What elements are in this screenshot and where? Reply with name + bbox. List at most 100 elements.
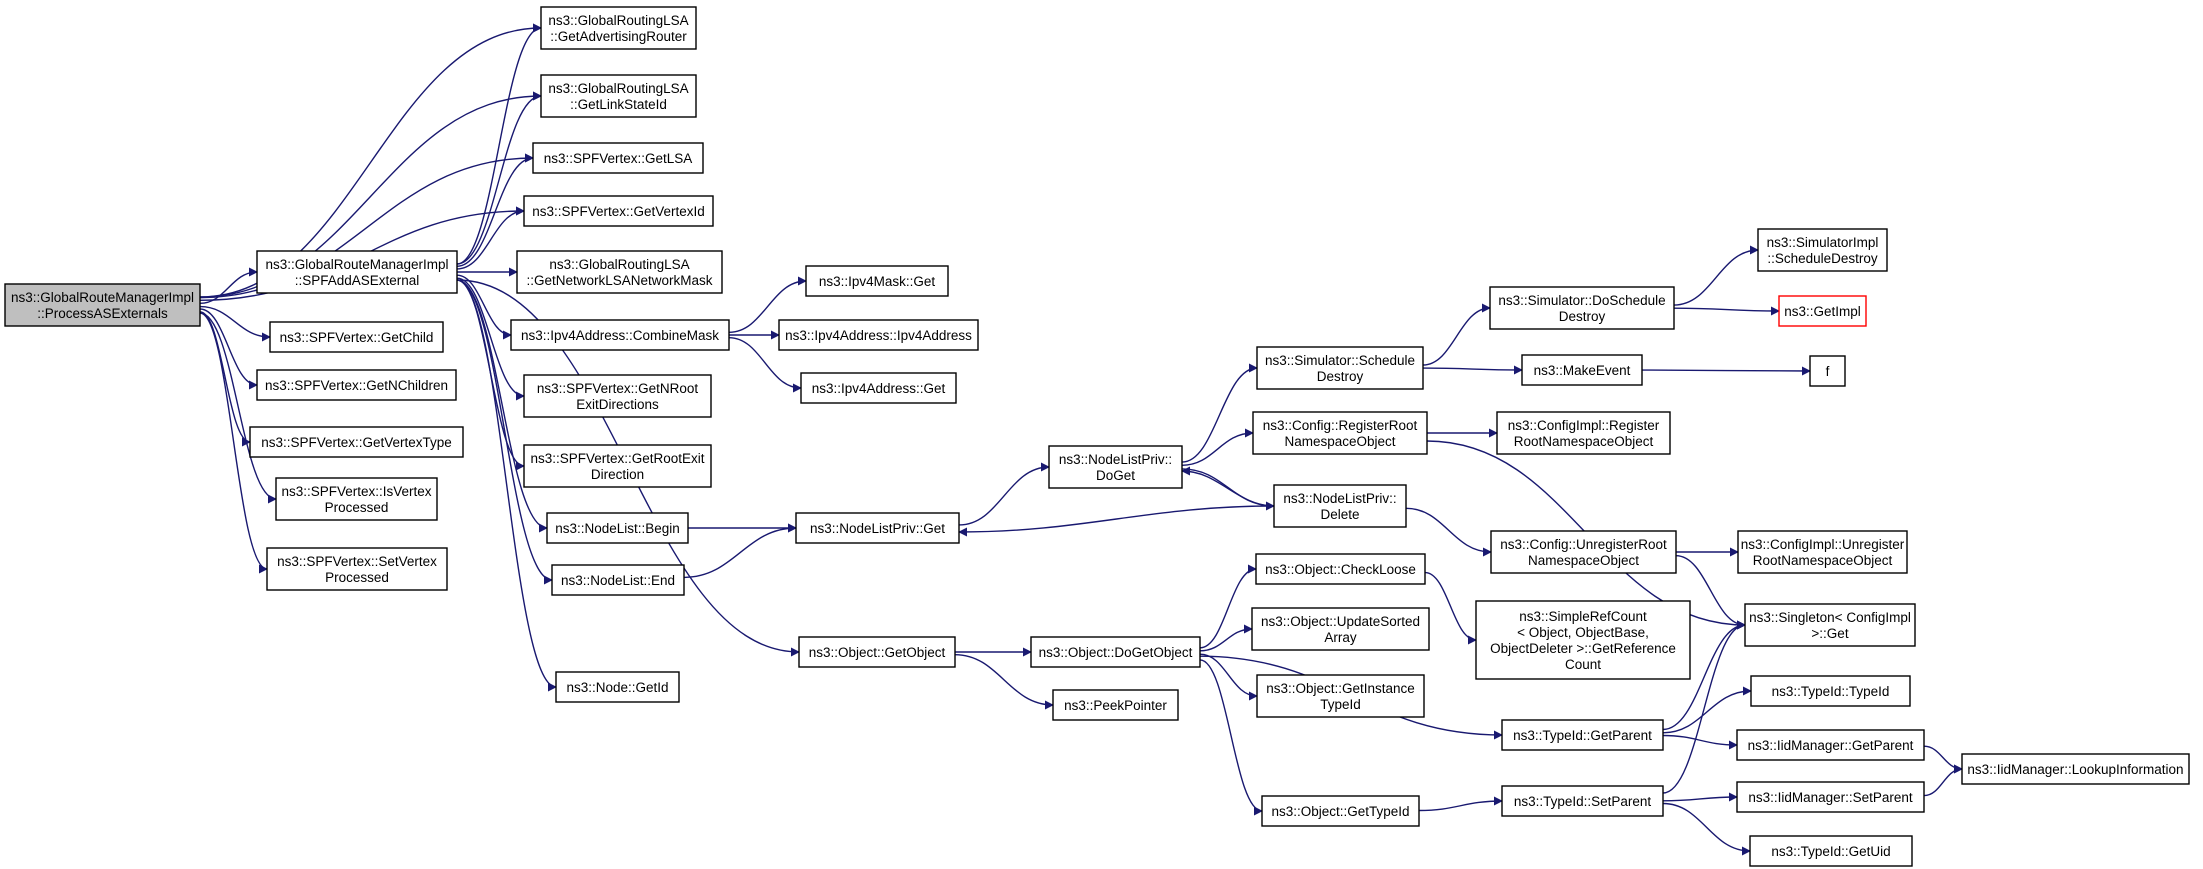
node-tidgetuid[interactable]: ns3::TypeId::GetUid: [1749, 835, 1913, 867]
node-ipget[interactable]: ns3::Ipv4Address::Get: [800, 372, 957, 404]
node-gnetmask[interactable]: ns3::GlobalRoutingLSA::GetNetworkLSANetw…: [516, 250, 723, 294]
node-spfadd[interactable]: ns3::GlobalRouteManagerImpl::SPFAddASExt…: [256, 250, 458, 294]
edge-root-to-spfadd: [199, 267, 258, 305]
edge-dogetobj-to-updsorted: [1199, 624, 1253, 652]
edge-nlpdoget-to-cfgreg: [1181, 428, 1254, 466]
node-label: ns3::Node::GetId: [566, 680, 668, 695]
node-tidtid[interactable]: ns3::TypeId::TypeId: [1750, 675, 1911, 707]
node-getobj[interactable]: ns3::Object::GetObject: [798, 636, 956, 668]
node-nodeid[interactable]: ns3::Node::GetId: [555, 671, 680, 703]
node-vvid[interactable]: ns3::SPFVertex::GetVertexId: [523, 195, 714, 227]
node-peek[interactable]: ns3::PeekPointer: [1052, 689, 1179, 721]
node-label: ns3::Ipv4Mask::Get: [819, 274, 936, 289]
node-label: ns3::SPFVertex::GetRootExit: [530, 451, 704, 466]
node-box: [266, 547, 448, 591]
edge-nlpdel-to-nlpdoget: [1181, 466, 1275, 507]
node-box: [275, 477, 438, 521]
node-box: [795, 512, 960, 544]
node-ipaddr[interactable]: ns3::Ipv4Address::Ipv4Address: [778, 319, 979, 351]
node-box: [523, 444, 712, 488]
node-label: ns3::TypeId::GetUid: [1771, 844, 1890, 859]
edge-root-to-vnchild: [199, 308, 258, 390]
edge-spfadd-to-nodeid: [456, 279, 557, 692]
node-label: ns3::GlobalRouteManagerImpl: [11, 290, 194, 305]
node-nlpdoget[interactable]: ns3::NodeListPriv::DoGet: [1048, 445, 1183, 489]
node-cfgireg[interactable]: ns3::ConfigImpl::RegisterRootNamespaceOb…: [1496, 411, 1671, 455]
node-simpleref[interactable]: ns3::SimpleRefCount< Object, ObjectBase,…: [1475, 600, 1691, 680]
node-box: [800, 372, 957, 404]
node-nlend[interactable]: ns3::NodeList::End: [551, 564, 685, 596]
node-vtype[interactable]: ns3::SPFVertex::GetVertexType: [249, 426, 464, 458]
node-nlbegin[interactable]: ns3::NodeList::Begin: [546, 512, 689, 544]
node-singleton[interactable]: ns3::Singleton< ConfigImpl>::Get: [1744, 603, 1916, 647]
node-box: [1737, 530, 1908, 574]
node-box: [1273, 484, 1407, 528]
node-box: [1736, 729, 1925, 761]
node-combine[interactable]: ns3::Ipv4Address::CombineMask: [510, 319, 730, 351]
node-cfgiunreg[interactable]: ns3::ConfigImpl::UnregisterRootNamespace…: [1737, 530, 1908, 574]
node-getimpl[interactable]: ns3::GetImpl: [1778, 295, 1867, 327]
edge-chkloose-to-simpleref: [1424, 571, 1477, 645]
node-label: ns3::Object::CheckLoose: [1265, 562, 1416, 577]
edge-iidsetpar-to-iidlookup: [1923, 764, 1963, 797]
node-box: [1501, 785, 1664, 817]
node-dogetobj[interactable]: ns3::Object::DoGetObject: [1030, 636, 1201, 668]
node-label: ns3::Object::DoGetObject: [1039, 645, 1193, 660]
node-label: ns3::Object::GetObject: [809, 645, 946, 660]
node-nlpget[interactable]: ns3::NodeListPriv::Get: [795, 512, 960, 544]
node-vchild[interactable]: ns3::SPFVertex::GetChild: [269, 321, 444, 353]
node-label: ns3::GlobalRoutingLSA: [548, 81, 688, 96]
node-simsched[interactable]: ns3::Simulator::ScheduleDestroy: [1256, 346, 1424, 390]
node-label: RootNamespaceObject: [1753, 553, 1893, 568]
edge-nlpdel-to-nlpget: [958, 505, 1275, 537]
edge-layer: [199, 23, 1963, 856]
edge-nlend-to-nlpget: [683, 523, 797, 579]
node-box: [1256, 674, 1425, 718]
edge-spfadd-to-vnroot: [456, 277, 525, 401]
node-vnchild[interactable]: ns3::SPFVertex::GetNChildren: [256, 369, 457, 401]
node-iidsetpar[interactable]: ns3::IidManager::SetParent: [1736, 781, 1925, 813]
node-root[interactable]: ns3::GlobalRouteManagerImpl::ProcessASEx…: [4, 283, 201, 327]
node-box: [540, 74, 697, 118]
edge-tidsetpar-to-iidsetpar: [1662, 792, 1738, 802]
node-box: [1252, 411, 1428, 455]
node-tidgetpar[interactable]: ns3::TypeId::GetParent: [1501, 719, 1664, 751]
node-iidgetpar[interactable]: ns3::IidManager::GetParent: [1736, 729, 1925, 761]
node-glsid[interactable]: ns3::GlobalRoutingLSA::GetLinkStateId: [540, 74, 697, 118]
node-gadv[interactable]: ns3::GlobalRoutingLSA::GetAdvertisingRou…: [540, 6, 697, 50]
edge-tidgetpar-to-tidtid: [1662, 686, 1752, 734]
node-label: ObjectDeleter >::GetReference: [1490, 641, 1676, 656]
node-mkevent[interactable]: ns3::MakeEvent: [1521, 354, 1643, 386]
node-label: ExitDirections: [576, 397, 659, 412]
node-maskget[interactable]: ns3::Ipv4Mask::Get: [805, 265, 949, 297]
node-cfgunreg[interactable]: ns3::Config::UnregisterRootNamespaceObje…: [1490, 530, 1677, 574]
node-label: ns3::Ipv4Address::Get: [812, 381, 946, 396]
node-box: [1489, 286, 1675, 330]
node-label: Processed: [325, 570, 389, 585]
node-label: ns3::SPFVertex::GetVertexId: [532, 204, 705, 219]
node-gettid[interactable]: ns3::Object::GetTypeId: [1261, 795, 1420, 827]
node-box: [1048, 445, 1183, 489]
node-simimpl[interactable]: ns3::SimulatorImpl::ScheduleDestroy: [1757, 228, 1888, 272]
node-vlsa[interactable]: ns3::SPFVertex::GetLSA: [532, 142, 704, 174]
node-iidlookup[interactable]: ns3::IidManager::LookupInformation: [1961, 753, 2190, 785]
node-box: [798, 636, 956, 668]
node-box: [1961, 753, 2190, 785]
node-f[interactable]: f: [1809, 355, 1846, 387]
node-chkloose[interactable]: ns3::Object::CheckLoose: [1255, 553, 1426, 585]
node-label: ::SPFAddASExternal: [295, 273, 420, 288]
node-tidsetpar[interactable]: ns3::TypeId::SetParent: [1501, 785, 1664, 817]
node-label: >::Get: [1811, 626, 1848, 641]
node-box: [1490, 530, 1677, 574]
node-label: ns3::Simulator::Schedule: [1265, 353, 1415, 368]
node-label: ns3::GlobalRoutingLSA: [549, 257, 689, 272]
node-nlpdel[interactable]: ns3::NodeListPriv::Delete: [1273, 484, 1407, 528]
